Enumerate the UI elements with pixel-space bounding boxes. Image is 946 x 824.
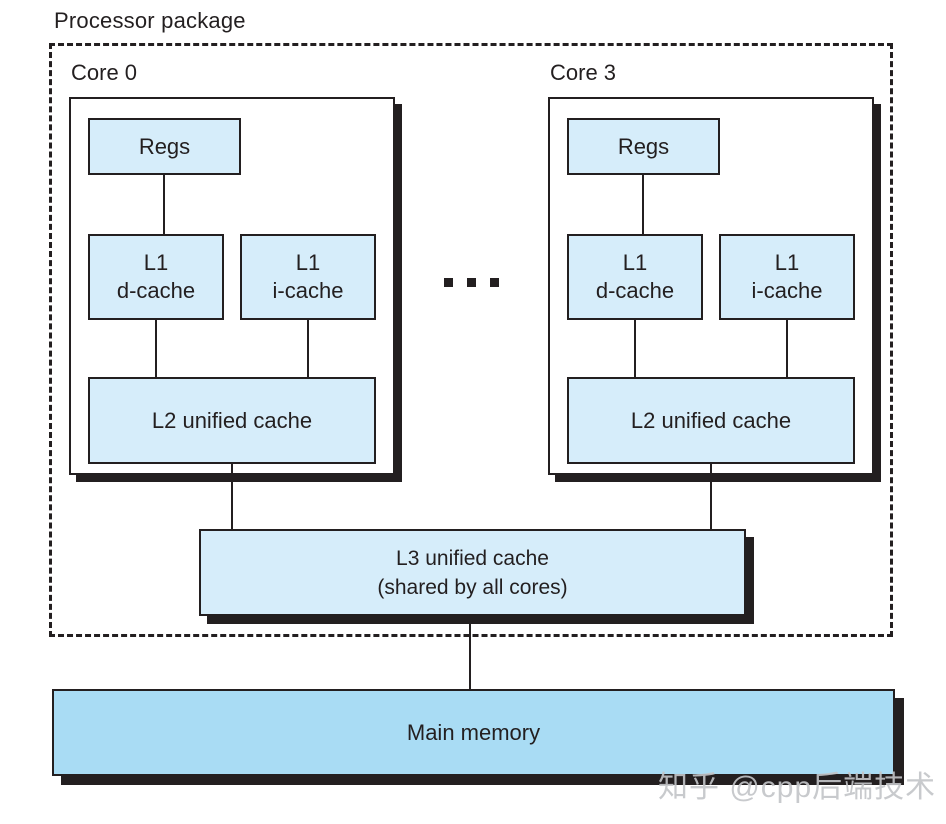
cores-ellipsis-icon	[444, 278, 499, 287]
core-3-regs-label: Regs	[617, 133, 670, 159]
core-0-l2-to-l3-connector	[231, 462, 233, 529]
ellipsis-dot	[444, 278, 453, 287]
core-3-l2-box: L2 unified cache	[567, 377, 855, 464]
core-3-label: Core 3	[550, 60, 617, 85]
l1d-line1: L1	[143, 250, 169, 275]
core-0-l1d-to-l2-connector	[155, 320, 157, 377]
core-0-regs-box: Regs	[88, 118, 241, 175]
core-3-l1d-to-l2-connector	[634, 320, 636, 377]
core-0-box: Regs L1 d-cache L1 i-cache L2 unified ca…	[69, 97, 395, 475]
l3-unified-cache-box: L3 unified cache (shared by all cores)	[199, 529, 746, 616]
l1d-line1: L1	[622, 250, 648, 275]
main-memory-box: Main memory	[52, 689, 895, 776]
core-0-l1-icache-box: L1 i-cache	[240, 234, 376, 320]
core-0-l2-label: L2 unified cache	[151, 407, 313, 433]
l3-to-main-memory-connector	[469, 615, 471, 689]
l1i-line2: i-cache	[751, 278, 823, 303]
main-memory-label: Main memory	[406, 719, 541, 745]
ellipsis-dot	[467, 278, 476, 287]
core-3-box: Regs L1 d-cache L1 i-cache L2 unified ca…	[548, 97, 874, 475]
l1d-line2: d-cache	[595, 278, 675, 303]
processor-package-label: Processor package	[54, 8, 246, 33]
l1i-line1: L1	[295, 250, 321, 275]
core-3-l2-to-l3-connector	[710, 462, 712, 529]
ellipsis-dot	[490, 278, 499, 287]
core-3-l2-label: L2 unified cache	[630, 407, 792, 433]
core-0-l2-box: L2 unified cache	[88, 377, 376, 464]
core-3-l1-icache-box: L1 i-cache	[719, 234, 855, 320]
core-0-regs-label: Regs	[138, 133, 191, 159]
core-0-label: Core 0	[71, 60, 138, 85]
l1i-line1: L1	[774, 250, 800, 275]
core-0-l1-dcache-box: L1 d-cache	[88, 234, 224, 320]
l3-line2: (shared by all cores)	[377, 575, 568, 599]
core-3-l1-dcache-box: L1 d-cache	[567, 234, 703, 320]
core-3-l1i-to-l2-connector	[786, 320, 788, 377]
l1d-line2: d-cache	[116, 278, 196, 303]
core-0-l1i-to-l2-connector	[307, 320, 309, 377]
core-3-regs-to-l1d-connector	[642, 175, 644, 234]
zhihu-watermark: 知乎 @cpp后端技术	[658, 771, 937, 804]
l3-line1: L3 unified cache	[396, 546, 549, 570]
processor-package-boundary	[49, 43, 893, 637]
core-0-regs-to-l1d-connector	[163, 175, 165, 234]
core-3-regs-box: Regs	[567, 118, 720, 175]
l1i-line2: i-cache	[272, 278, 344, 303]
